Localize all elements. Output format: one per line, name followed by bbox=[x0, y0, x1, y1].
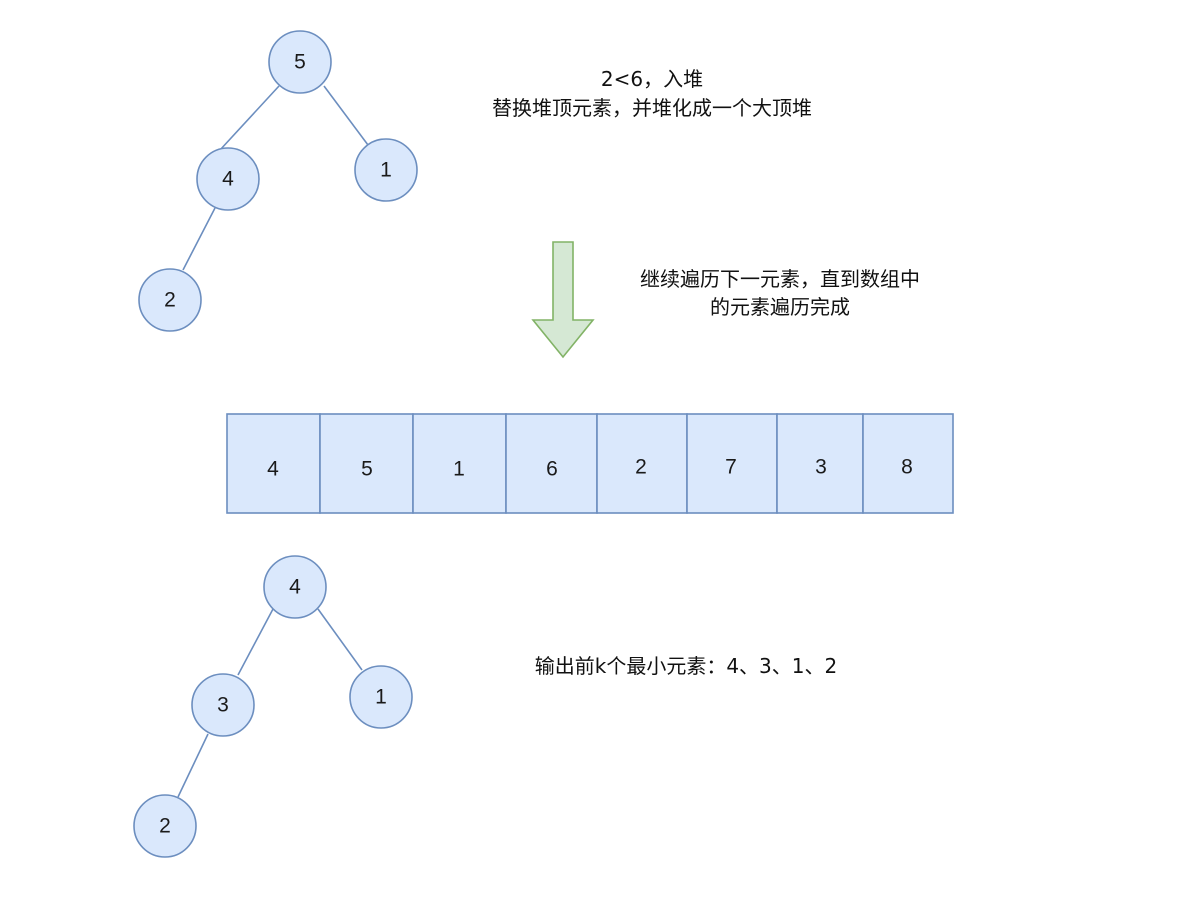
top-caption: 2<6，入堆 替换堆顶元素，并堆化成一个大顶堆 bbox=[492, 67, 812, 120]
array-cell-value: 7 bbox=[725, 456, 737, 479]
top-heap: 5 4 1 2 bbox=[138, 30, 418, 332]
bottom-heap-node-left-left-label: 2 bbox=[159, 815, 171, 838]
result-caption: 输出前k个最小元素：4、3、1、2 bbox=[535, 654, 837, 678]
top-heap-node-root-label: 5 bbox=[294, 51, 306, 74]
array-cell: 5 bbox=[319, 413, 414, 514]
top-edge-root-right bbox=[323, 85, 369, 146]
bottom-heap-node-right-label: 1 bbox=[375, 686, 387, 709]
bottom-heap-node-right: 1 bbox=[349, 665, 413, 729]
bottom-heap: 4 3 1 2 bbox=[133, 555, 413, 858]
array-cell-value: 5 bbox=[361, 458, 373, 481]
down-arrow bbox=[531, 241, 595, 359]
array-row: 4 5 1 6 2 7 3 8 bbox=[226, 413, 954, 514]
bottom-heap-node-left: 3 bbox=[191, 673, 255, 737]
top-edge-left-leftleft bbox=[182, 207, 216, 271]
top-heap-node-left-left: 2 bbox=[138, 268, 202, 332]
arrow-caption-line1: 继续遍历下一元素，直到数组中 bbox=[640, 267, 920, 291]
array-cell-value: 8 bbox=[901, 456, 913, 479]
array-cell: 6 bbox=[505, 413, 598, 514]
top-heap-node-left: 4 bbox=[196, 147, 260, 211]
bottom-edge-root-right bbox=[317, 608, 363, 671]
top-heap-node-left-label: 4 bbox=[222, 168, 234, 191]
array-cell-value: 1 bbox=[453, 458, 465, 481]
top-heap-node-left-left-label: 2 bbox=[164, 289, 176, 312]
array-cell-value: 6 bbox=[546, 458, 558, 481]
top-heap-node-root: 5 bbox=[268, 30, 332, 94]
array-cell: 1 bbox=[412, 413, 507, 514]
bottom-heap-node-root-label: 4 bbox=[289, 576, 301, 599]
bottom-edge-left-leftleft bbox=[177, 733, 209, 798]
array-cell-value: 2 bbox=[635, 456, 647, 479]
bottom-heap-node-left-left: 2 bbox=[133, 794, 197, 858]
top-edge-root-left bbox=[219, 85, 280, 151]
array-cell: 4 bbox=[226, 413, 321, 514]
arrow-caption: 继续遍历下一元素，直到数组中 的元素遍历完成 bbox=[640, 267, 920, 319]
array-cell: 8 bbox=[862, 413, 954, 514]
top-heap-node-right: 1 bbox=[354, 138, 418, 202]
bottom-edge-root-left bbox=[237, 608, 274, 676]
array-cell: 2 bbox=[596, 413, 688, 514]
array-cell: 7 bbox=[686, 413, 778, 514]
top-heap-node-right-label: 1 bbox=[380, 159, 392, 182]
top-caption-line2: 替换堆顶元素，并堆化成一个大顶堆 bbox=[492, 96, 812, 120]
array-cell-value: 4 bbox=[267, 458, 279, 481]
array-cell: 3 bbox=[776, 413, 864, 514]
bottom-heap-node-left-label: 3 bbox=[217, 694, 229, 717]
top-caption-line1: 2<6，入堆 bbox=[601, 67, 703, 91]
bottom-heap-node-root: 4 bbox=[263, 555, 327, 619]
arrow-caption-line2: 的元素遍历完成 bbox=[710, 295, 850, 319]
array-cell-value: 3 bbox=[815, 456, 827, 479]
